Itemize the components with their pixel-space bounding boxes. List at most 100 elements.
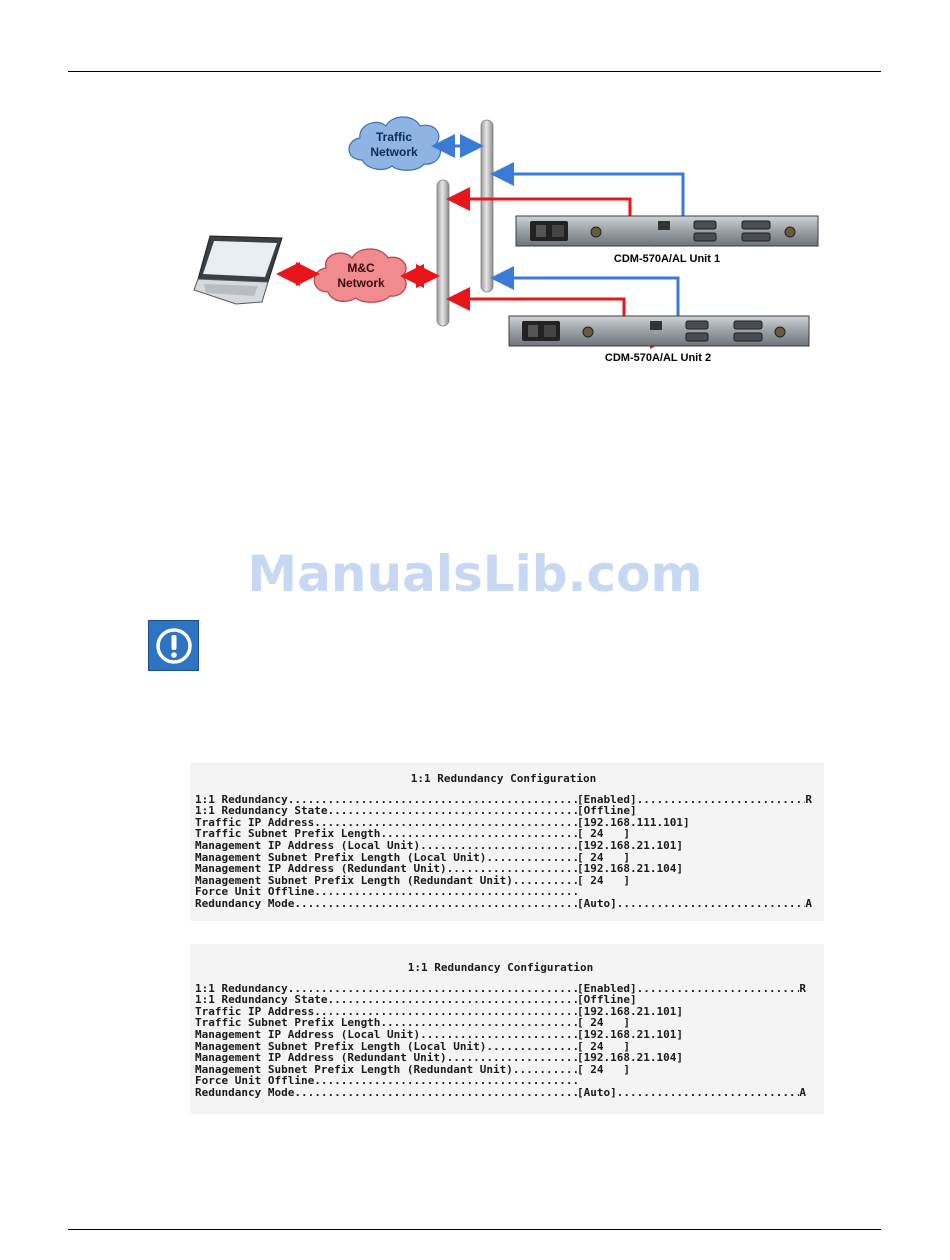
leader-dots [617,1087,800,1099]
leader-dots [447,1052,577,1064]
config-row: 1:1 Redundancy State [Offline] [195,994,806,1006]
config-row: 1:1 Redundancy [Enabled] R [195,981,806,995]
redundancy-config-terminal-2: 1:1 Redundancy Configuration 1:1 Redunda… [190,944,824,1114]
config-row: Management Subnet Prefix Length (Local U… [195,1039,806,1053]
traffic-network-cloud: Traffic Network [348,116,441,171]
config-row: Force Unit Offline [195,1075,806,1087]
config-row: Traffic Subnet Prefix Length [ 24 ] [195,1017,806,1029]
config-label: Management Subnet Prefix Length (Redunda… [195,1062,513,1076]
config-value: [ 24 ] [577,827,630,841]
config-label: Traffic Subnet Prefix Length [195,827,381,841]
config-row: Management Subnet Prefix Length (Redunda… [195,1064,806,1076]
config-row: Redundancy Mode [Auto] A [195,898,812,910]
leader-dots [420,1029,577,1041]
leader-dots [294,1087,577,1099]
mc-network-cloud: M&C Network [313,248,407,303]
config-value: [ 24 ] [577,1016,630,1030]
config-row: Management IP Address (Local Unit) [192.1… [195,840,812,852]
leader-dots [294,898,577,910]
config-row: 1:1 Redundancy [Enabled] R [195,792,812,806]
config-label: Traffic Subnet Prefix Length [195,1016,381,1030]
config-label: Management IP Address (Local Unit) [195,838,421,852]
mc-network-label-1: M&C [347,261,375,275]
redundancy-config-terminal-1: 1:1 Redundancy Configuration 1:1 Redunda… [190,763,824,921]
config-row: Management IP Address (Local Unit) [192.1… [195,1029,806,1041]
mc-network-label-2: Network [337,276,385,290]
config-value: [Auto] [577,1085,617,1099]
config-value: [Enabled] [577,981,637,995]
config-value: [192.168.111.101] [577,815,690,829]
terminal-title: 1:1 Redundancy Configuration [407,961,594,974]
leader-dots [327,805,577,817]
laptop-icon [193,235,283,305]
config-value: [Offline] [577,804,637,818]
config-value: [Enabled] [577,792,637,806]
hotkey-indicator: A [805,896,812,910]
config-row: Traffic IP Address [192.168.111.101] [195,817,812,829]
leader-dots [513,875,577,887]
config-value: [192.168.21.101] [577,1004,683,1018]
config-row: Management Subnet Prefix Length (Local U… [195,850,812,864]
config-label: Management Subnet Prefix Length (Local U… [195,850,487,864]
config-value: [192.168.21.101] [577,1027,683,1041]
config-value: [ 24 ] [577,850,630,864]
config-value: [192.168.21.104] [577,1051,683,1065]
traffic-network-bus [480,119,494,293]
leader-dots [486,1041,577,1053]
unit1-traffic-link [490,162,685,229]
config-value: [ 24 ] [577,873,630,887]
config-label: Force Unit Offline [195,885,315,899]
config-value: [192.168.21.101] [577,838,683,852]
hotkey-indicator: R [799,981,806,995]
traffic-network-label-1: Traffic [376,130,412,144]
leader-dots [420,840,577,852]
leader-dots [288,794,577,806]
config-label: Management Subnet Prefix Length (Redunda… [195,873,513,887]
config-label: Redundancy Mode [195,1085,295,1099]
watermark: ManualsLib.com [247,545,703,603]
config-value: [ 24 ] [577,1039,630,1053]
config-label: Management IP Address (Local Unit) [195,1027,421,1041]
config-label: Force Unit Offline [195,1074,315,1088]
config-value: [ 24 ] [577,1062,630,1076]
unit1-label: CDM-570A/AL Unit 1 [614,253,720,265]
leader-dots [637,794,806,806]
leader-dots [314,1075,577,1087]
config-label: Traffic IP Address [195,1004,315,1018]
traffic-network-label-2: Network [370,145,418,159]
hotkey-indicator: R [805,792,812,806]
config-row: Management IP Address (Redundant Unit)[1… [195,863,812,875]
unit2-traffic-link [490,266,680,330]
config-label: Management Subnet Prefix Length (Local U… [195,1039,487,1053]
config-row: Redundancy Mode [Auto] A [195,1087,806,1099]
leader-dots [513,1064,577,1076]
exclamation-circle-icon [148,620,199,671]
hotkey-indicator: A [799,1085,806,1099]
leader-dots [486,852,577,864]
config-row: Management IP Address (Redundant Unit) [1… [195,1052,806,1064]
footer-rule [68,1229,881,1230]
config-label: 1:1 Redundancy State [195,993,328,1007]
config-row: Traffic IP Address [192.168.21.101] [195,1006,806,1018]
config-label: 1:1 Redundancy [195,981,288,995]
config-value: [Auto] [577,896,617,910]
config-label: Redundancy Mode [195,896,295,910]
cdm570-unit2-rear-panel: CDM-570A/AL Unit 2 [508,315,810,364]
config-label: Traffic IP Address [195,815,315,829]
config-label: Management IP Address (Redundant Unit) [195,862,447,876]
unit2-label: CDM-570A/AL Unit 2 [605,352,711,364]
mc-network-bus [436,179,450,327]
config-label: Management IP Address (Redundant Unit) [195,1051,447,1065]
redundancy-network-diagram: Traffic Network M&C Network [193,116,819,364]
header-rule [68,71,881,72]
leader-dots [617,898,806,910]
cdm570-unit1-rear-panel: CDM-570A/AL Unit 1 [515,215,819,265]
leader-dots [314,886,577,898]
config-row: Force Unit Offline [195,886,812,898]
config-row: Management Subnet Prefix Length (Redunda… [195,875,812,887]
leader-dots [327,994,577,1006]
config-label: 1:1 Redundancy [195,792,288,806]
terminal-title: 1:1 Redundancy Configuration [410,772,597,785]
leader-dots [288,983,577,995]
config-value: [Offline] [577,993,637,1007]
